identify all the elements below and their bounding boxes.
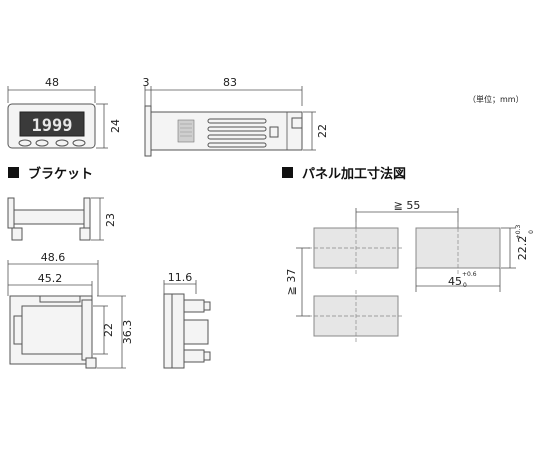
vent-slot [207,134,267,140]
bracket-profile-width-label: 11.6 [168,271,193,284]
profile-body [171,293,185,369]
bracket-end-right [83,197,91,229]
bracket-side-clip [13,315,23,345]
side-label-area [177,119,195,143]
panel-cutout-heading: パネル加工寸法図 [302,166,406,182]
cut-width-tol-lower: 0 [463,282,467,289]
bracket-heading: ブラケット [28,166,93,182]
bracket-profile-view: 11.6 [163,271,211,369]
cut-height-label: 22.2 [516,236,529,261]
front-depth-label: 3 [143,76,150,89]
body-depth-label: 83 [223,76,237,89]
bracket-end-left [7,197,15,229]
cutout-heading-square [282,167,293,178]
screw-head [203,301,211,311]
side-view: 3 83 22 [143,76,329,157]
cut-height-tol-upper: +0.3 [515,225,522,240]
cut-height-tol-lower: 0 [528,230,535,234]
front-button-right [72,139,86,147]
unit-note: （単位；mm） [468,94,524,104]
front-width-label: 48 [45,76,59,89]
profile-clip [183,319,209,345]
bracket-inner-width-label: 45.2 [38,272,63,285]
bracket-foot-left [11,227,23,241]
front-view: 48 1999 24 [7,76,122,149]
front-button-2 [35,139,49,147]
bracket-heading-square [8,167,19,178]
profile-screw-bottom [183,349,205,363]
profile-screw-top [183,299,205,313]
bracket-top-tab [39,295,81,303]
side-terminal [291,117,303,129]
bracket-side-view: 23 [7,197,117,241]
cut-width-tol-upper: +0.6 [462,271,477,278]
vent-slot [207,118,267,124]
bracket-inner-height-label: 22 [102,323,115,337]
side-height-label: 22 [316,124,329,138]
lcd-display [19,111,85,137]
bracket-corner-tab [85,357,97,369]
profile-back-plate [163,293,173,369]
display-digits: 1999 [32,116,73,136]
cut-width-label: 45 [448,275,462,288]
horizontal-pitch-label: ≧ 55 [394,199,421,212]
bracket-top-view: 48.6 45.2 22 36.3 [7,251,134,369]
panel-cutout-view: ≧ 55 ≧ 37 45 +0.6 0 22.2 +0.3 0 [285,199,535,342]
vent-slot [207,126,267,132]
vertical-pitch-label: ≧ 37 [285,269,298,296]
bracket-foot-right [79,227,91,241]
bracket-outer-width-label: 48.6 [41,251,66,264]
bracket-side-body [13,209,85,225]
screw-head [203,351,211,361]
side-front-flange [144,105,152,157]
front-height-label: 24 [109,119,122,133]
bracket-rail [81,299,93,361]
vent-slot [207,142,267,148]
bracket-outer-height-label: 36.3 [121,320,134,345]
side-latch [269,126,279,138]
front-button-left [18,139,32,147]
front-button-3 [55,139,69,147]
bracket-opening [21,305,83,355]
bracket-side-height-label: 23 [104,213,117,227]
